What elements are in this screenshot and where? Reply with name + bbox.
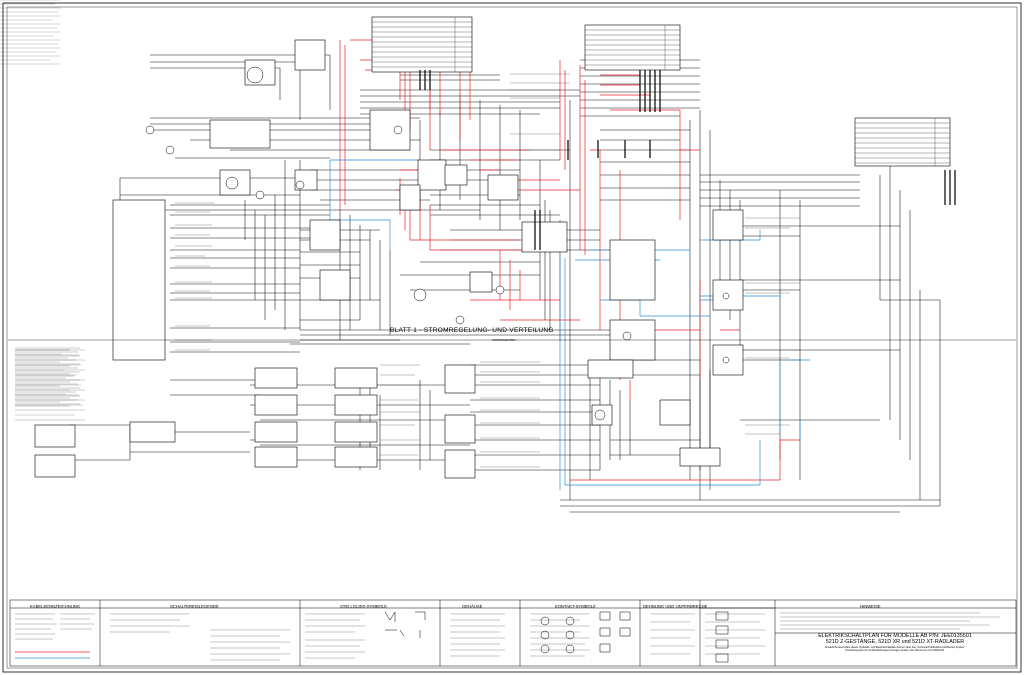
component-box — [444, 449, 476, 479]
component-box — [34, 424, 76, 448]
legend-panel-content — [15, 612, 1000, 661]
component-box — [659, 399, 691, 426]
component-box — [334, 421, 378, 443]
component-legend-columns — [15, 347, 80, 405]
legend-panels — [9, 599, 1017, 667]
legend-header-rotation: DEHNUNG UND UNTERBRECHE — [643, 604, 708, 609]
component-box — [254, 446, 298, 468]
legend-subtitle: KOMPONENTEN — [492, 338, 516, 342]
legend-columns — [0, 0, 62, 65]
small-labels — [175, 73, 800, 468]
legend-header-actuator: STELLGLIED-SYMBOLE — [340, 604, 388, 609]
component-box — [444, 164, 468, 186]
component-box — [129, 421, 176, 443]
component-box — [34, 454, 76, 478]
component-box — [444, 414, 476, 444]
component-box — [254, 367, 298, 389]
connector-table — [584, 24, 681, 71]
component-box — [309, 219, 341, 251]
component-box — [319, 269, 351, 301]
component-box — [587, 359, 634, 379]
table-rows — [372, 17, 950, 166]
title-line-3: Zusätzliche Exemplare dieses Hydraulik- … — [825, 645, 965, 649]
legend-col-11 — [944, 349, 1008, 415]
controller-block — [112, 199, 166, 361]
black-wiring — [70, 54, 941, 513]
symbols — [145, 66, 730, 421]
sheet-inner-border — [6, 6, 1018, 669]
component-legend-list — [15, 349, 70, 407]
component-box — [487, 174, 519, 201]
legend-header-notes: HINWEISE — [860, 604, 881, 609]
title-block: ELEKTRIKSCHALTPLAN FÜR MODELLE AB P/N: J… — [775, 633, 1015, 652]
component-box — [334, 367, 378, 389]
legend-header-circuit: SCHALTKREISLEGENDE — [170, 604, 219, 609]
component-box — [609, 239, 656, 301]
relay-box — [294, 39, 326, 71]
legend-col-10 — [864, 349, 928, 415]
component-box — [334, 394, 378, 416]
legend-col-3 — [194, 349, 258, 415]
fuse-box — [369, 109, 411, 151]
component-box — [254, 421, 298, 443]
component-box — [254, 394, 298, 416]
legend-symbol-glyphs — [384, 611, 729, 663]
relay-box — [209, 119, 271, 149]
legend-header-housing: GEHÄUSE — [462, 604, 483, 609]
title-line-1: ELEKTRIKSCHALTPLAN FÜR MODELLE AB P/N: J… — [818, 633, 972, 639]
component-box — [712, 209, 744, 241]
legend-header-cable-ids: KABELKENNZEICHNUNG — [30, 604, 81, 609]
legend-col-9 — [769, 349, 833, 415]
legend-header-contacts: KONTAKT-SYMBOLE — [555, 604, 596, 609]
component-box — [444, 364, 476, 394]
component-box — [417, 159, 447, 191]
component-box — [334, 446, 378, 468]
component-box — [521, 221, 568, 253]
title-line-4: (Vertriebssystem für Veröffentlichungen)… — [845, 649, 945, 653]
connector-table — [371, 16, 473, 73]
connector-pins — [419, 70, 956, 250]
component-box — [679, 447, 721, 467]
legend-text-block — [15, 349, 85, 421]
relay-box — [219, 169, 251, 196]
components — [34, 16, 951, 479]
component-box — [399, 184, 421, 211]
sheet-title: BLATT 1 - STROMREGELUNG- UND VERTEILUNG — [390, 327, 554, 334]
connector-table — [854, 117, 951, 167]
title-line-2: 521D Z-GESTÄNGE, 521D XR und 521D XT-RAD… — [825, 639, 965, 646]
component-box — [469, 271, 493, 293]
